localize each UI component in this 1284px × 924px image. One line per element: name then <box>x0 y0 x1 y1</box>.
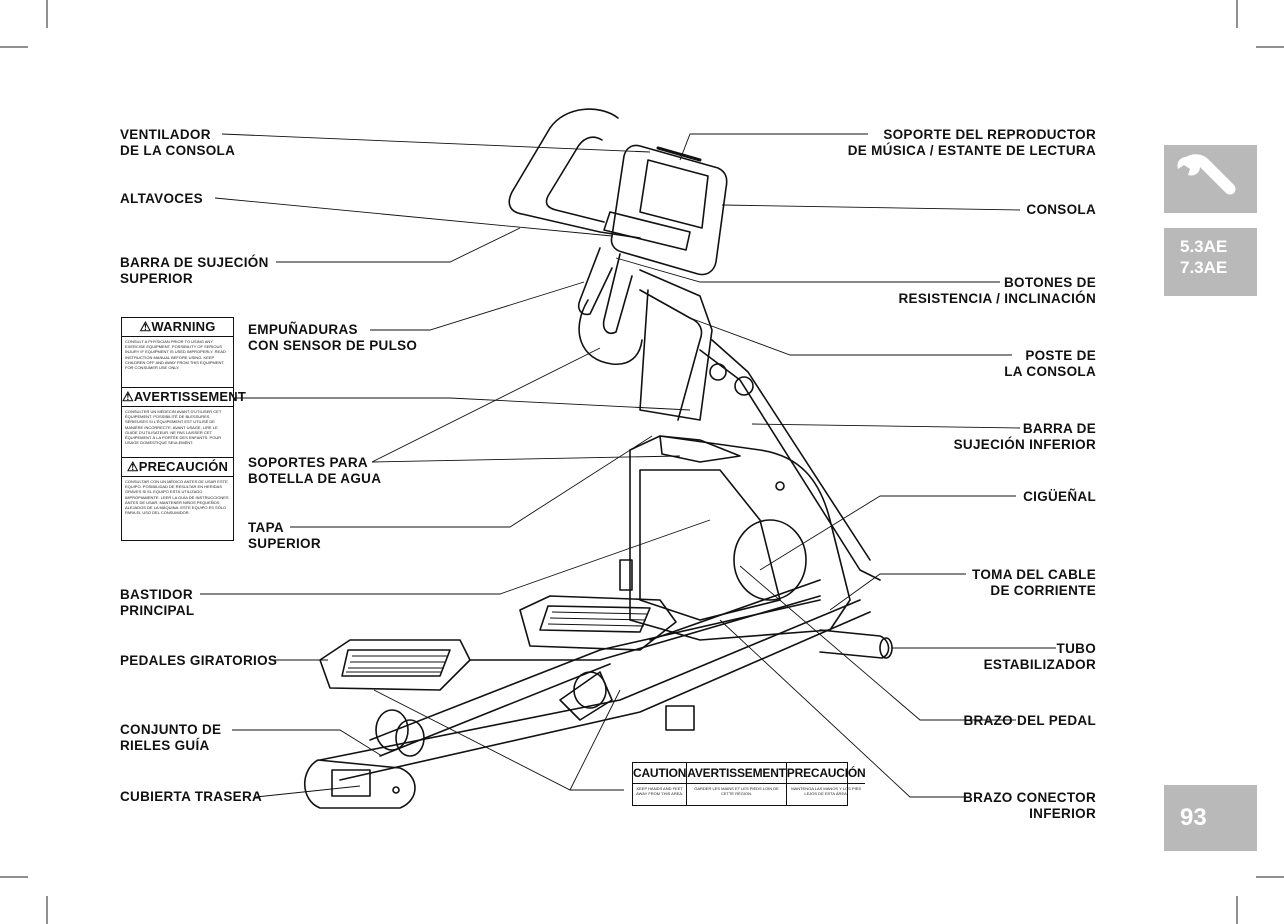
console-mast <box>639 269 713 421</box>
label-tubo-estabilizador: TUBO ESTABILIZADOR <box>983 641 1096 672</box>
pulse-grips <box>577 247 613 316</box>
label-altavoces: ALTAVOCES <box>120 191 203 206</box>
page-number: 93 <box>1164 785 1257 851</box>
label-toma-corriente: TOMA DEL CABLE DE CORRIENTE <box>972 567 1096 598</box>
warning-label: ⚠WARNING CONSULT A PHYSICIAN PRIOR TO US… <box>121 317 246 541</box>
label-barra-superior: BARRA DE SUJECIÓN SUPERIOR <box>120 255 269 286</box>
caution-section-fr: AVERTISSEMENT GARDER LES MAINS ET LES PI… <box>687 763 787 805</box>
label-conjunto-rieles: CONJUNTO DE RIELES GUÍA <box>120 722 222 753</box>
upper-handlebar <box>508 108 641 239</box>
model-tab: 5.3AE 7.3AE <box>1164 228 1257 296</box>
label-botones: BOTONES DE RESISTENCIA / INCLINACIÓN <box>898 275 1096 306</box>
rear-cover <box>304 759 416 809</box>
label-brazo-pedal: BRAZO DEL PEDAL <box>963 713 1096 728</box>
tool-tab <box>1164 145 1257 213</box>
warning-section-fr: ⚠AVERTISSEMENT CONSULTER UN MÉDECIN AVAN… <box>122 388 246 458</box>
label-empunaduras: EMPUÑADURAS CON SENSOR DE PULSO <box>248 322 418 353</box>
label-barra-inferior: BARRA DE SUJECIÓN INFERIOR <box>953 421 1096 452</box>
label-consola: CONSOLA <box>1026 202 1096 217</box>
label-brazo-conector: BRAZO CONECTOR INFERIOR <box>963 790 1096 821</box>
right-pedal <box>519 595 677 651</box>
warning-triangle-icon: ⚠ <box>126 459 139 474</box>
label-ciguenal: CIGÜEÑAL <box>1023 489 1096 504</box>
stabilizer-tube <box>819 629 890 659</box>
label-ventilador: VENTILADOR DE LA CONSOLA <box>120 127 236 158</box>
label-cubierta-trasera: CUBIERTA TRASERA <box>120 789 263 804</box>
label-poste-consola: POSTE DE LA CONSOLA <box>1004 348 1096 379</box>
console <box>610 144 728 276</box>
warning-section-en: ⚠WARNING CONSULT A PHYSICIAN PRIOR TO US… <box>122 318 233 388</box>
warning-section-es: ⚠PRECAUCIÓN CONSULTAR CON UN MÉDICO ANTE… <box>122 458 233 527</box>
caution-section-es: PRECAUCIÓN MANTENGA LAS MANOS Y LOS PIES… <box>786 763 866 805</box>
label-soporte-reproductor: SOPORTE DEL REPRODUCTOR DE MÚSICA / ESTA… <box>847 127 1096 158</box>
label-pedales: PEDALES GIRATORIOS <box>120 653 278 668</box>
warning-triangle-icon: ⚠ <box>122 389 134 404</box>
wrench-icon <box>1177 154 1236 195</box>
main-frame <box>629 435 851 641</box>
caution-section-en: CAUTION KEEP HANDS AND FEET AWAY FROM TH… <box>633 763 688 805</box>
label-soportes-botella: SOPORTES PARA BOTELLA DE AGUA <box>248 455 382 486</box>
label-tapa-superior: TAPA SUPERIOR <box>248 520 321 551</box>
warning-triangle-icon: ⚠ <box>139 319 152 334</box>
caution-label: CAUTION KEEP HANDS AND FEET AWAY FROM TH… <box>632 762 866 806</box>
crank <box>733 519 807 601</box>
label-bastidor: BASTIDOR PRINCIPAL <box>120 587 195 618</box>
